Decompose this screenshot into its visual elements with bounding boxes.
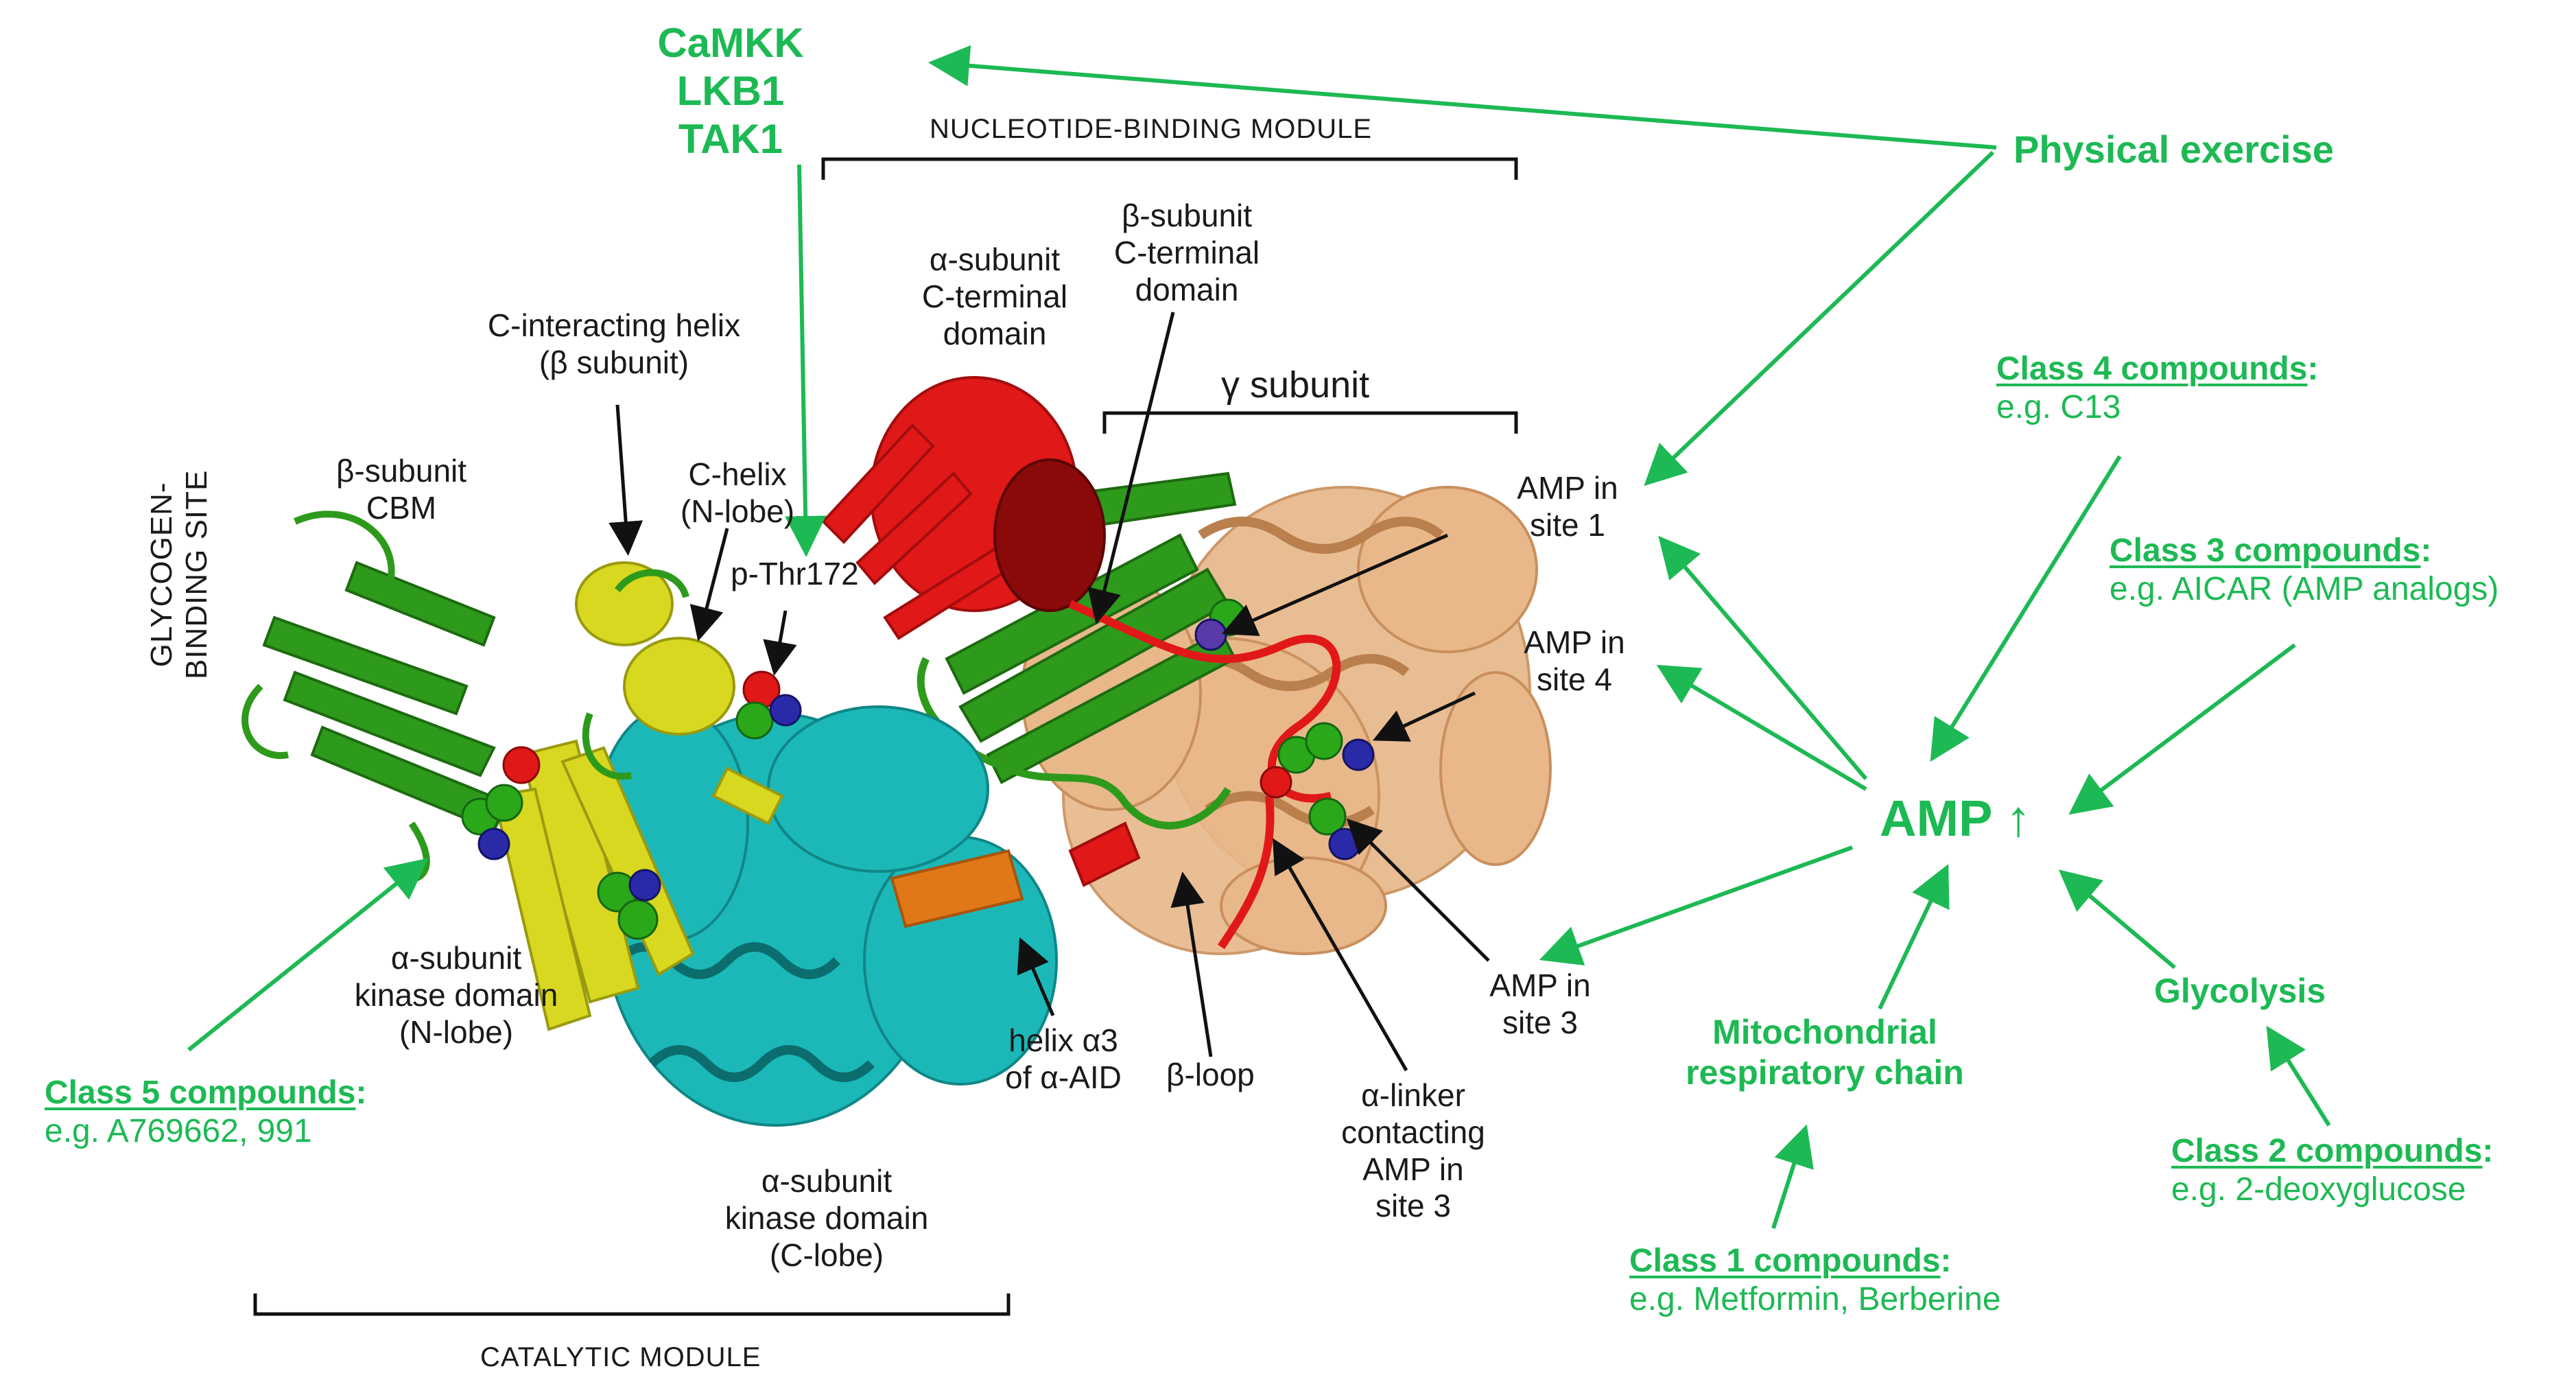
class2-block: Class 2 compounds: e.g. 2-deoxyglucose bbox=[2171, 1132, 2493, 1209]
beta-cbm-label: β-subunit CBM bbox=[335, 453, 467, 526]
kinase-camkk: CaMKK bbox=[657, 20, 804, 66]
amp-to-site3-arrow bbox=[1539, 845, 1854, 965]
physical-exercise-label: Physical exercise bbox=[2013, 128, 2335, 171]
class3-title: Class 3 compounds bbox=[2110, 532, 2421, 569]
class4-block: Class 4 compounds: e.g. C13 bbox=[1996, 350, 2318, 427]
c-helix-label: C-helix (N-lobe) bbox=[680, 456, 795, 529]
class4-title: Class 4 compounds bbox=[1996, 351, 2308, 387]
glycolysis-to-amp-arrow bbox=[2058, 869, 2176, 970]
class5-example: e.g. A769662, 991 bbox=[45, 1113, 312, 1150]
alpha-c-lobe-cartoon bbox=[595, 705, 1058, 1127]
exercise-to-kinases-arrow bbox=[928, 45, 1997, 150]
amp-to-site4-arrow bbox=[1656, 664, 1867, 791]
gamma-subunit-label: γ subunit bbox=[1221, 364, 1370, 406]
exercise-to-amp1-arrow bbox=[1644, 150, 1995, 487]
alpha-kinase-c-label: α-subunit kinase domain (C-lobe) bbox=[724, 1163, 929, 1273]
red-helix-lower bbox=[1068, 821, 1141, 887]
alpha-c-terminal-cartoon bbox=[821, 376, 1106, 640]
class1-to-mito-arrow bbox=[1771, 1124, 1814, 1229]
kinase-lkb1: LKB1 bbox=[676, 68, 785, 115]
mito-to-amp-arrow bbox=[1878, 864, 1950, 1010]
class3-block: Class 3 compounds: e.g. AICAR (AMP analo… bbox=[2110, 532, 2498, 609]
class5-title: Class 5 compounds bbox=[45, 1075, 356, 1111]
amp-up-label: AMP ↑ bbox=[1880, 790, 2031, 847]
p-thr172-label: p-Thr172 bbox=[731, 556, 859, 591]
glycolysis-label: Glycolysis bbox=[2154, 972, 2326, 1010]
nucleotide-module-bracket bbox=[821, 157, 1518, 180]
beta-loop-label: β-loop bbox=[1166, 1057, 1255, 1092]
alpha-c-terminal-label: α-subunit C-terminal domain bbox=[921, 242, 1068, 351]
beta-c-terminal-label: β-subunit C-terminal domain bbox=[1113, 198, 1260, 307]
kinase-tak1: TAK1 bbox=[678, 116, 783, 163]
class1-example: e.g. Metformin, Berberine bbox=[1629, 1281, 2001, 1318]
alpha-n-lobe-cartoon bbox=[492, 561, 784, 1031]
upstream-kinases: CaMKK LKB1 TAK1 bbox=[652, 19, 810, 164]
amp-site3-label: AMP in site 3 bbox=[1489, 968, 1591, 1040]
class2-title: Class 2 compounds bbox=[2171, 1133, 2483, 1169]
class3-example: e.g. AICAR (AMP analogs) bbox=[2110, 571, 2499, 608]
class2-example: e.g. 2-deoxyglucose bbox=[2171, 1171, 2466, 1208]
alpha-kinase-n-label: α-subunit kinase domain (N-lobe) bbox=[354, 940, 558, 1050]
class4-example: e.g. C13 bbox=[1996, 389, 2121, 426]
helix-alpha3-cartoon bbox=[890, 849, 1024, 928]
structure-pointer-arrows bbox=[608, 312, 1490, 1072]
alpha-linker-label: α-linker contacting AMP in site 3 bbox=[1341, 1077, 1485, 1224]
helix-alpha3-label: helix α3 of α-AID bbox=[1005, 1022, 1122, 1095]
class2-to-glycolysis-arrow bbox=[2266, 1025, 2331, 1127]
mito-chain-label: Mitochondrial respiratory chain bbox=[1686, 1013, 1964, 1092]
class3-to-amp-arrow bbox=[2068, 643, 2296, 815]
amp-to-site1-arrow bbox=[1658, 535, 1868, 780]
catalytic-module-label: CATALYTIC MODULE bbox=[480, 1342, 761, 1372]
glycogen-binding-site-label: GLYCOGEN- BINDING SITE bbox=[145, 469, 214, 679]
protein-structure bbox=[241, 376, 1552, 1127]
nucleotide-module-label: NUCLEOTIDE-BINDING MODULE bbox=[930, 114, 1373, 144]
green-n-loops bbox=[582, 569, 689, 780]
class1-block: Class 1 compounds: e.g. Metformin, Berbe… bbox=[1629, 1242, 2001, 1319]
c-interacting-helix-label: C-interacting helix (β subunit) bbox=[487, 307, 741, 380]
amp-site1-label: AMP in site 1 bbox=[1517, 470, 1618, 543]
beta-c-terminal-cartoon bbox=[945, 471, 1237, 784]
class5-to-cbm-arrow bbox=[187, 858, 429, 1052]
class5-block: Class 5 compounds: e.g. A769662, 991 bbox=[45, 1074, 366, 1151]
amp-site4-label: AMP in site 4 bbox=[1524, 624, 1625, 697]
beta-cbm-cartoon bbox=[241, 511, 510, 883]
gamma-subunit-bracket bbox=[1102, 411, 1518, 434]
pathway-arrows bbox=[187, 45, 2331, 1229]
catalytic-module-bracket bbox=[253, 1293, 1011, 1316]
class4-to-amp-arrow bbox=[1930, 455, 2122, 762]
kinases-to-thr172-arrow bbox=[785, 164, 827, 557]
class1-title: Class 1 compounds bbox=[1629, 1243, 1941, 1279]
